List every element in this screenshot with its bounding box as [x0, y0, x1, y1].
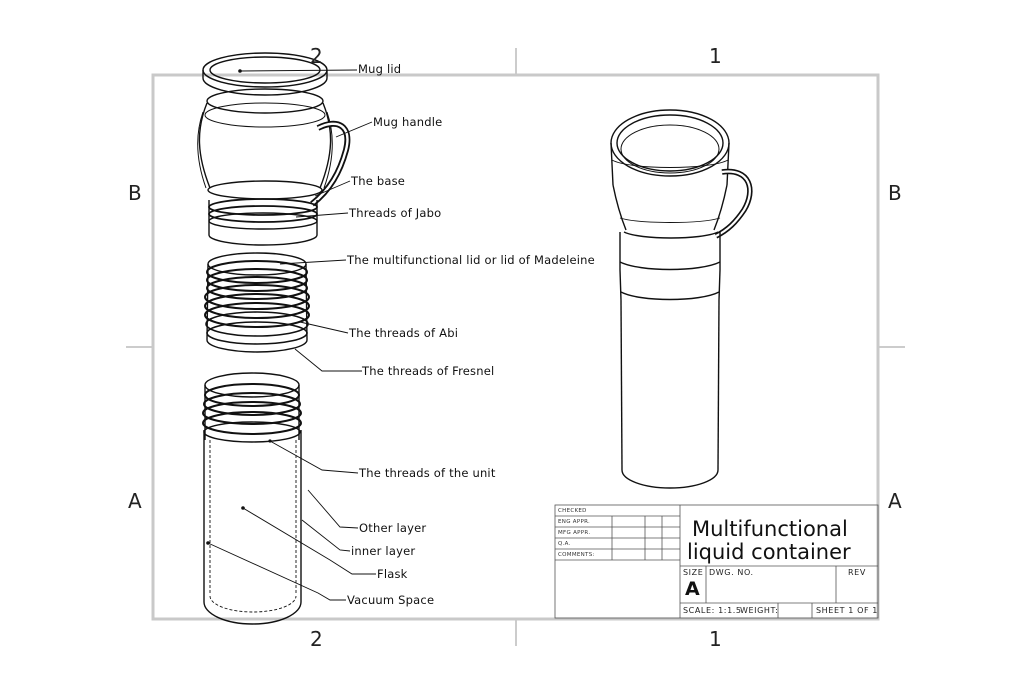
- callout-multifunctional-lid: The multifunctional lid or lid of Madele…: [347, 253, 595, 267]
- tb-scale: SCALE: 1:1.5: [683, 606, 742, 615]
- zone-label-bottom-2: 2: [310, 627, 323, 651]
- callout-base: The base: [351, 174, 406, 188]
- title-block-lines: [554, 504, 879, 619]
- tb-checked: CHECKED: [558, 508, 587, 514]
- callout-other-layer: Other layer: [359, 521, 427, 535]
- tb-qa: Q.A.: [558, 541, 571, 547]
- drawing-title-line1: Multifunctional: [692, 517, 848, 541]
- tb-eng-appr: ENG APPR.: [558, 519, 591, 525]
- zone-label-right-b: B: [888, 181, 902, 205]
- tb-weight: WEIGHT:: [740, 606, 779, 615]
- assembled-view: [610, 109, 753, 489]
- mug-handle-part: [310, 120, 351, 207]
- flask-part: [202, 372, 302, 625]
- leader-dots: [206, 69, 272, 545]
- tb-size-label: SIZE: [683, 568, 704, 577]
- mug-body-part: [197, 102, 333, 189]
- callout-threads-unit: The threads of the unit: [359, 466, 496, 480]
- zone-ticks: [126, 48, 905, 646]
- zone-label-left-a: A: [128, 489, 142, 513]
- callout-vacuum-space: Vacuum Space: [347, 593, 435, 607]
- callout-inner-layer: inner layer: [351, 544, 416, 558]
- zone-label-left-b: B: [128, 181, 142, 205]
- base-part: [207, 180, 323, 246]
- tb-comments: COMMENTS:: [558, 552, 595, 558]
- tb-dwg-no-label: DWG. NO.: [709, 568, 754, 577]
- zone-label-top-2: 2: [310, 44, 323, 68]
- callout-threads-jabo: Threads of Jabo: [349, 206, 442, 220]
- tb-rev-label: REV: [848, 568, 866, 577]
- tb-size-value: A: [685, 578, 700, 600]
- mug-lid-part: [202, 52, 328, 114]
- drawing-title-line2: liquid container: [687, 540, 851, 564]
- zone-label-right-a: A: [888, 489, 902, 513]
- callout-mug-handle: Mug handle: [373, 115, 443, 129]
- tb-sheet: SHEET 1 OF 1: [816, 606, 878, 615]
- multifunctional-lid-part: [204, 252, 310, 353]
- leader-lines: [207, 69, 376, 601]
- zone-label-bottom-1: 1: [709, 627, 722, 651]
- callout-flask: Flask: [377, 567, 408, 581]
- tb-mfg-appr: MFG APPR.: [558, 530, 591, 536]
- drawing-border: [151, 73, 880, 621]
- callout-threads-fresnel: The threads of Fresnel: [362, 364, 495, 378]
- zone-label-top-1: 1: [709, 44, 722, 68]
- callout-mug-lid: Mug lid: [358, 62, 402, 76]
- callout-threads-abi: The threads of Abi: [349, 326, 459, 340]
